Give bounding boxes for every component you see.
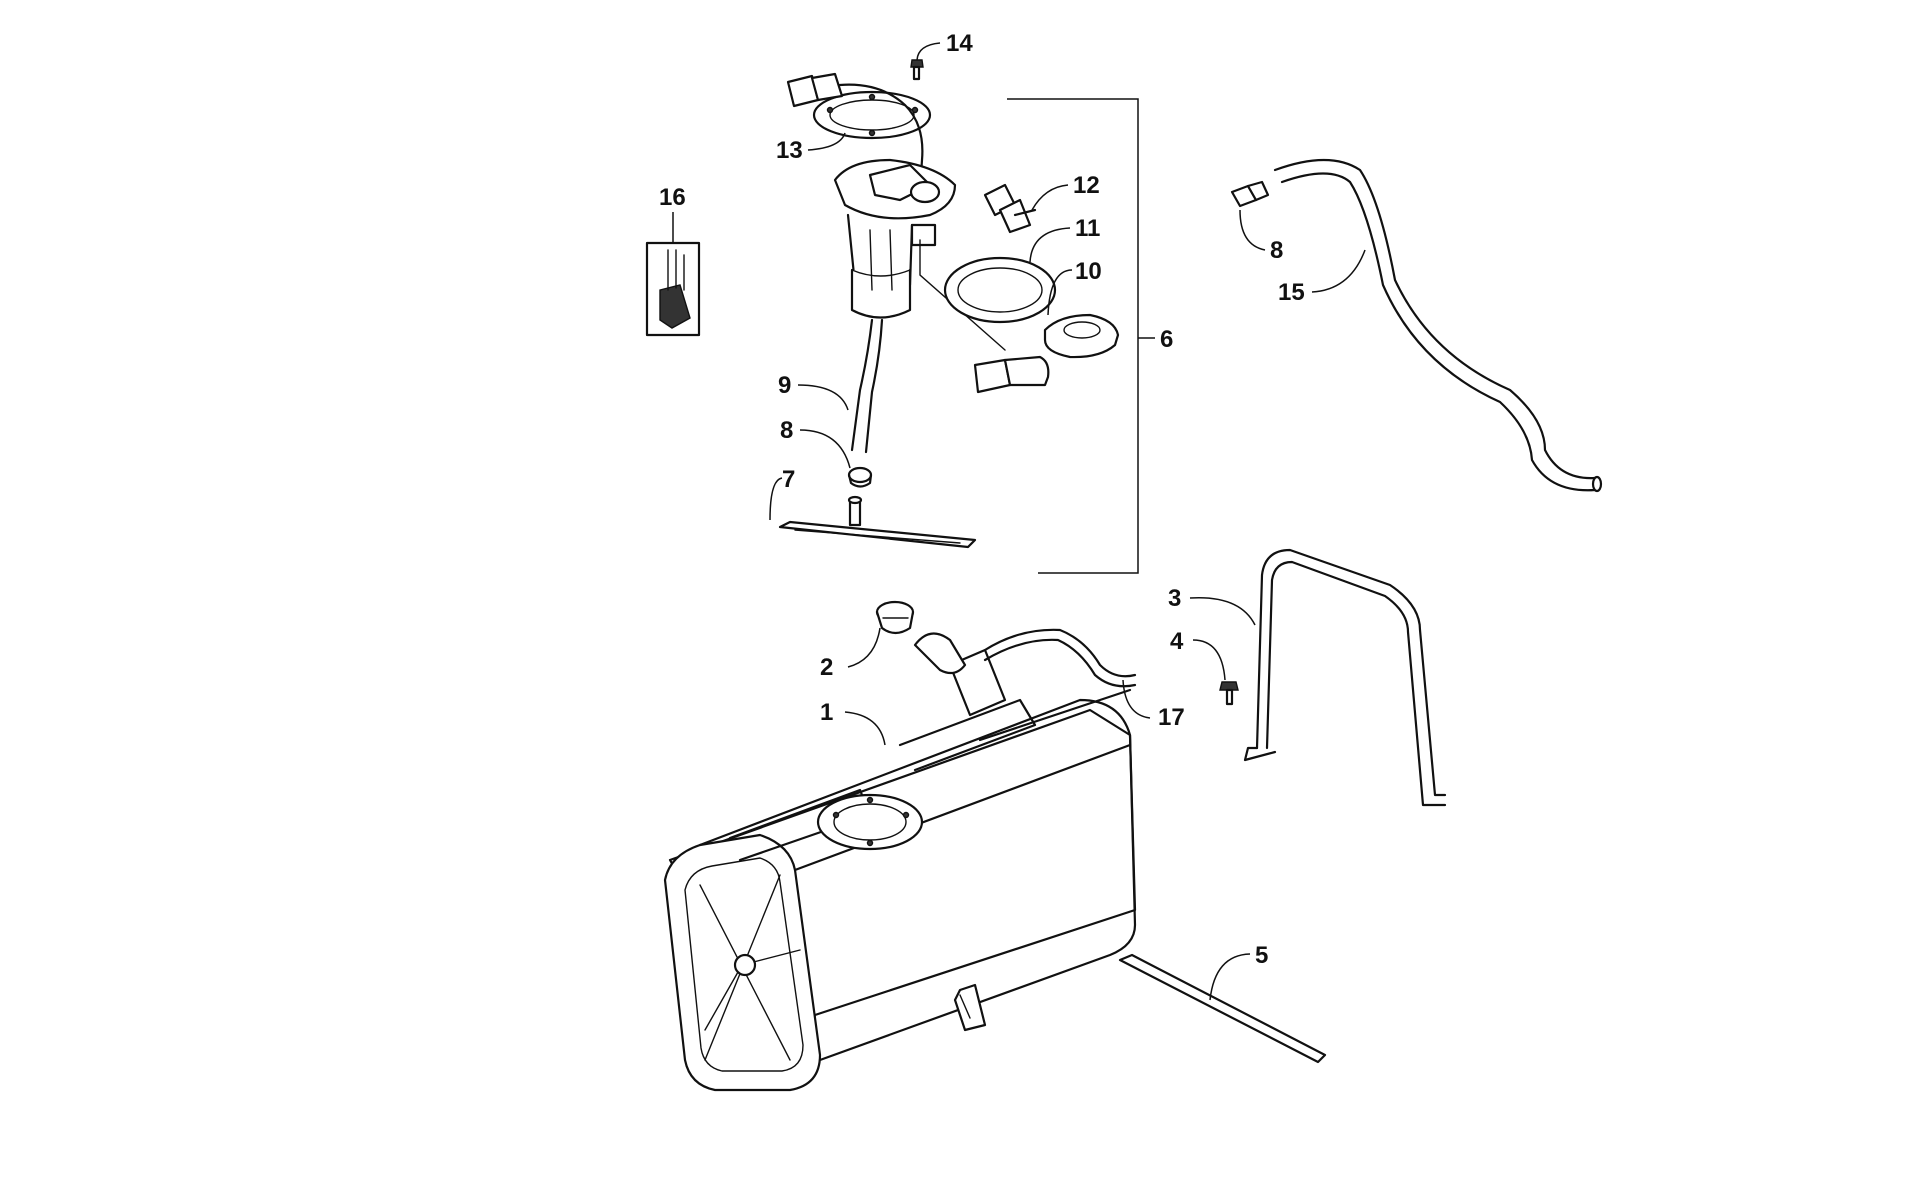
part-11-o-ring — [943, 256, 1057, 324]
callout-10: 10 — [1075, 258, 1102, 285]
part-13-gasket-ring — [812, 90, 932, 140]
callout-6: 6 — [1160, 326, 1173, 353]
callout-11: 11 — [1075, 215, 1100, 242]
callout-4: 4 — [1170, 628, 1184, 655]
callout-3: 3 — [1168, 585, 1181, 612]
part-1-fuel-tank — [663, 632, 1137, 1092]
callout-15: 15 — [1278, 279, 1305, 306]
part-8-clamp-lower — [847, 466, 873, 488]
callout-2: 2 — [820, 654, 833, 681]
callout-16: 16 — [659, 184, 686, 211]
callout-17: 17 — [1158, 704, 1185, 731]
part-15-fuel-hose — [1273, 158, 1603, 493]
leader-lines — [672, 42, 1366, 1001]
callout-1: 1 — [820, 699, 833, 726]
part-8-clamp-upper — [1230, 180, 1270, 208]
part-14-screw — [910, 59, 924, 81]
part-7-filter — [778, 495, 977, 549]
callout-13: 13 — [776, 137, 803, 164]
part-2-fuel-cap — [875, 600, 915, 635]
part-4-bolt — [1219, 681, 1239, 706]
part-16-sender-unit — [645, 241, 701, 337]
callout-12: 12 — [1073, 172, 1100, 199]
callout-7: 7 — [782, 466, 795, 493]
callout-14: 14 — [946, 30, 973, 57]
part-17-vent-hose — [983, 628, 1137, 688]
part-5-tank-pad — [1118, 953, 1327, 1064]
part-12-elbow-fitting — [983, 183, 1037, 234]
callout-9: 9 — [778, 372, 791, 399]
callout-8-upper: 8 — [1270, 237, 1283, 264]
part-10-lock-ring — [1043, 313, 1120, 359]
callout-5: 5 — [1255, 942, 1268, 969]
callout-labels: 1 2 3 4 5 6 7 8 9 10 11 12 13 14 15 16 1… — [659, 30, 1305, 969]
part-6-group-bracket — [1007, 98, 1155, 574]
callout-8-lower: 8 — [780, 417, 793, 444]
part-3-tank-strap — [1243, 548, 1447, 807]
fuel-pump-assembly — [786, 72, 1050, 454]
